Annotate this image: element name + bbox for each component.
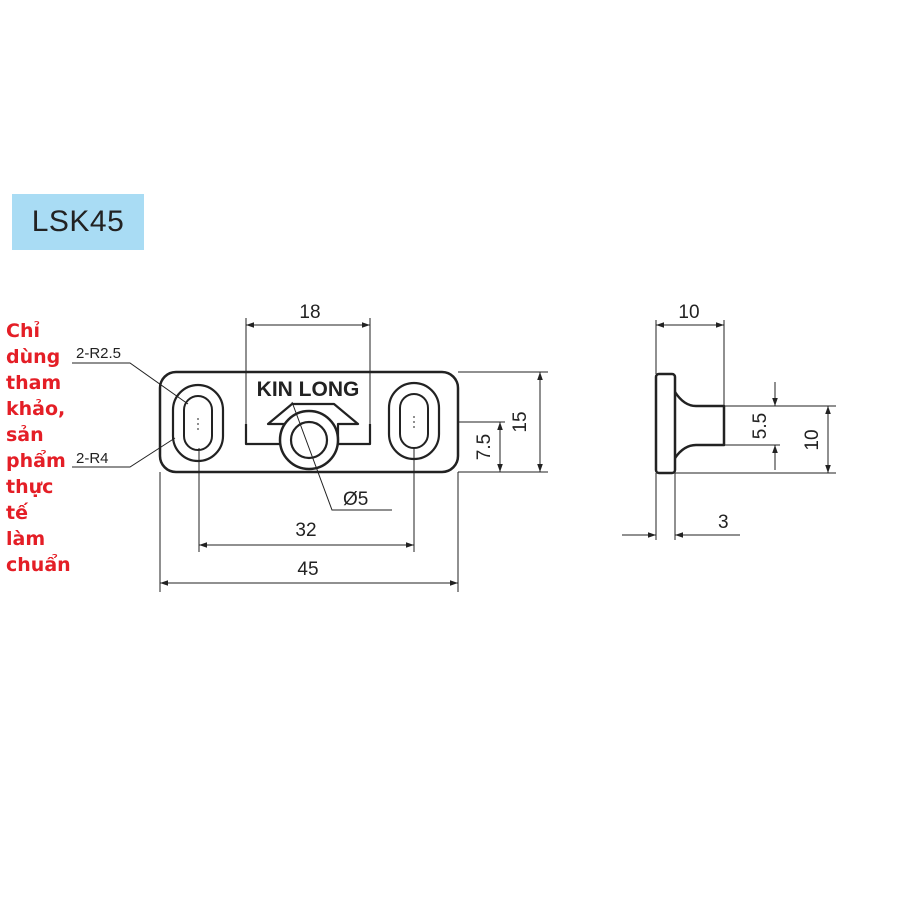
dim-side-height: 10 <box>802 429 823 450</box>
side-view <box>654 372 726 475</box>
side-flange <box>654 372 677 475</box>
note-line: chuẩn <box>6 554 71 576</box>
center-boss-inner <box>289 420 329 460</box>
side-dimensions <box>622 320 836 540</box>
dim-height-total: 15 <box>510 411 531 432</box>
dim-slot-radius-outer: 2-R4 <box>76 450 109 467</box>
center-boss-outer <box>278 409 340 471</box>
note-line: dùng <box>6 346 61 368</box>
brand-label: KIN LONG <box>257 378 360 401</box>
note-line: tế <box>6 502 28 524</box>
dim-slot-radius-inner: 2-R2.5 <box>76 345 121 362</box>
left-slot-inner <box>183 395 213 451</box>
note-line: tham <box>6 372 62 394</box>
note-line: thực <box>6 476 54 498</box>
model-label: LSK45 <box>31 205 125 238</box>
dim-total-length: 45 <box>297 559 318 580</box>
note-line: khảo, <box>6 398 66 420</box>
dim-side-thickness: 3 <box>718 512 729 533</box>
reference-note: Chỉ dùng tham khảo, sản phẩm thực tế làm… <box>6 318 86 578</box>
dim-side-pin: 5.5 <box>750 413 771 439</box>
dim-side-width: 10 <box>678 302 699 323</box>
note-line: làm <box>6 528 46 550</box>
model-badge: LSK45 <box>12 194 144 250</box>
side-pin <box>673 391 726 459</box>
dim-top-width: 18 <box>299 302 320 323</box>
front-dimensions <box>72 318 548 592</box>
note-line: phẩm <box>6 450 66 472</box>
dim-height-half: 7.5 <box>474 434 495 460</box>
dim-hole-spacing: 32 <box>295 520 316 541</box>
note-line: sản <box>6 424 44 446</box>
note-line: Chỉ <box>6 320 40 342</box>
dim-hole-diameter: Ø5 <box>343 489 368 510</box>
left-slot-outer <box>171 383 225 463</box>
